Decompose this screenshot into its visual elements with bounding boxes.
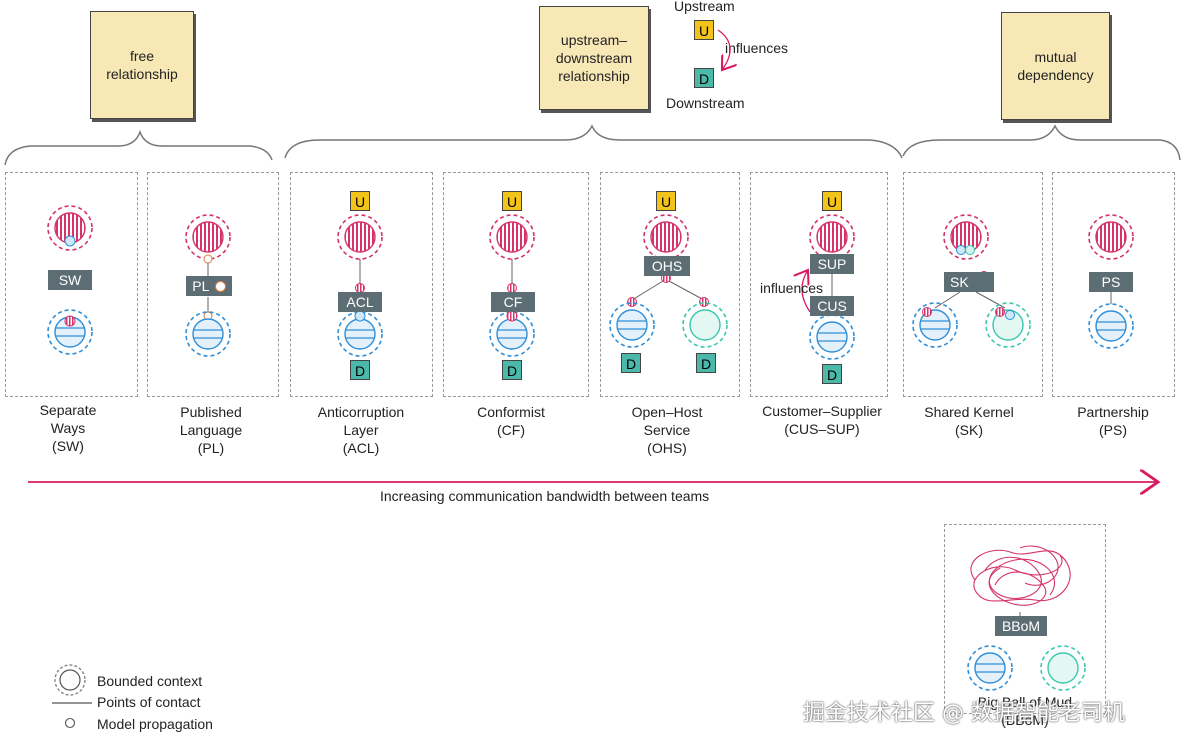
key-influences-label: influences: [725, 40, 789, 56]
chip-pl-propagation-icon: [214, 281, 226, 292]
label-ohs: Open–Host Service (OHS): [606, 403, 728, 457]
ohs-u-badge: U: [656, 191, 676, 211]
label-acl-line1: Anticorruption: [317, 404, 405, 420]
label-cf: Conformist (CF): [450, 403, 572, 439]
brace-mutual: [902, 124, 1181, 161]
note-mutual-dependency: mutual dependency: [1001, 12, 1110, 120]
ohs-d2-badge: D: [696, 353, 716, 373]
label-sw-line3: (SW): [52, 438, 84, 454]
cus-sup-influence-arrow: [802, 270, 811, 313]
chip-pl-label: PL: [192, 278, 209, 294]
panel-sk: [903, 172, 1043, 397]
label-pl-line1: Published: [180, 404, 242, 420]
label-ps: Partnership (PS): [1052, 403, 1174, 439]
chip-ps: PS: [1089, 272, 1133, 292]
label-acl: Anticorruption Layer (ACL): [296, 403, 426, 457]
chip-pl: PL: [186, 276, 232, 296]
cf-d-badge: D: [502, 360, 522, 380]
note-upstream-downstream-text: upstream–downstream relationship: [555, 32, 633, 84]
acl-u-badge: U: [350, 191, 370, 211]
note-free-relationship: free relationship: [90, 11, 194, 119]
acl-d-badge: D: [350, 360, 370, 380]
label-pl: Published Language (PL): [150, 403, 272, 457]
key-d-badge: D: [694, 68, 714, 88]
ohs-d1-badge: D: [621, 353, 641, 373]
sw-downstream-context: [47, 309, 93, 355]
panel-sw: [5, 172, 138, 397]
cus-sup-u-badge: U: [822, 191, 842, 211]
bbom-scribble: [970, 545, 1071, 606]
cus-sup-influences-label: influences: [760, 280, 824, 296]
key-downstream-label: Downstream: [666, 95, 745, 111]
panel-ps: [1052, 172, 1175, 397]
bandwidth-axis-label: Increasing communication bandwidth betwe…: [380, 488, 710, 504]
panel-cf: [443, 172, 589, 397]
key-u-badge: U: [694, 20, 714, 40]
label-pl-line2: Language: [179, 422, 243, 438]
chip-cus: CUS: [810, 296, 854, 316]
note-mutual-text: mutual dependency: [1017, 49, 1094, 83]
note-free-text: free relationship: [106, 48, 178, 82]
panel-pl: [147, 172, 279, 397]
label-sk: Shared Kernel (SK): [908, 403, 1030, 439]
label-ohs-line1: Open–Host: [631, 404, 703, 420]
key-upstream-label: Upstream: [674, 0, 735, 14]
label-ohs-line3: (OHS): [647, 440, 687, 456]
label-bbom-line1: Big Ball of Mud: [977, 694, 1073, 710]
key-influence-arrow: [717, 29, 730, 70]
cf-u-badge: U: [502, 191, 522, 211]
label-sw: Separate Ways (SW): [8, 401, 128, 455]
panel-cus-sup: [750, 172, 888, 397]
chip-acl: ACL: [338, 292, 382, 312]
label-sk-line2: (SK): [955, 422, 983, 438]
chip-sup: SUP: [810, 254, 854, 274]
legend-model-propagation: Model propagation: [97, 716, 213, 732]
label-bbom: Big Ball of Mud (BBoM): [955, 693, 1095, 729]
watermark-text: 掘金技术社区 @ 数据智能老司机: [803, 701, 1125, 726]
cus-sup-d-badge: D: [822, 364, 842, 384]
label-cf-line1: Conformist: [477, 404, 545, 420]
label-ps-line1: Partnership: [1077, 404, 1149, 420]
label-bbom-line2: (BBoM): [1001, 712, 1049, 728]
legend-bounded-context-icon: [54, 664, 86, 696]
brace-free: [4, 129, 273, 166]
panel-bbom: [944, 524, 1106, 714]
label-cus-sup-line2: (CUS–SUP): [784, 421, 860, 437]
legend-model-propagation-icon: [64, 717, 76, 729]
panel-ohs: [600, 172, 740, 397]
label-cus-sup-line1: Customer–Supplier: [762, 403, 882, 419]
chip-bbom: BBoM: [995, 616, 1047, 636]
legend-bounded-context: Bounded context: [97, 673, 203, 689]
label-cf-line2: (CF): [497, 422, 525, 438]
label-sk-line1: Shared Kernel: [924, 404, 1014, 420]
legend-points-of-contact: Points of contact: [97, 694, 201, 710]
chip-ohs: OHS: [644, 256, 690, 276]
chip-sw: SW: [48, 270, 92, 290]
label-ohs-line2: Service: [643, 422, 691, 438]
chip-cf: CF: [491, 292, 535, 312]
brace-upstream-downstream: [284, 124, 903, 159]
label-acl-line3: (ACL): [342, 440, 380, 456]
chip-sk: SK: [944, 272, 994, 292]
label-sw-line2: Ways: [50, 420, 86, 436]
note-upstream-downstream: upstream–downstream relationship: [539, 6, 649, 110]
sw-upstream-context: [47, 205, 93, 251]
label-acl-line2: Layer: [343, 422, 379, 438]
label-cus-sup: Customer–Supplier (CUS–SUP): [750, 402, 894, 438]
label-sw-line1: Separate: [39, 402, 97, 418]
label-pl-line3: (PL): [197, 440, 225, 456]
label-ps-line2: (PS): [1099, 422, 1127, 438]
panel-acl: [290, 172, 433, 397]
